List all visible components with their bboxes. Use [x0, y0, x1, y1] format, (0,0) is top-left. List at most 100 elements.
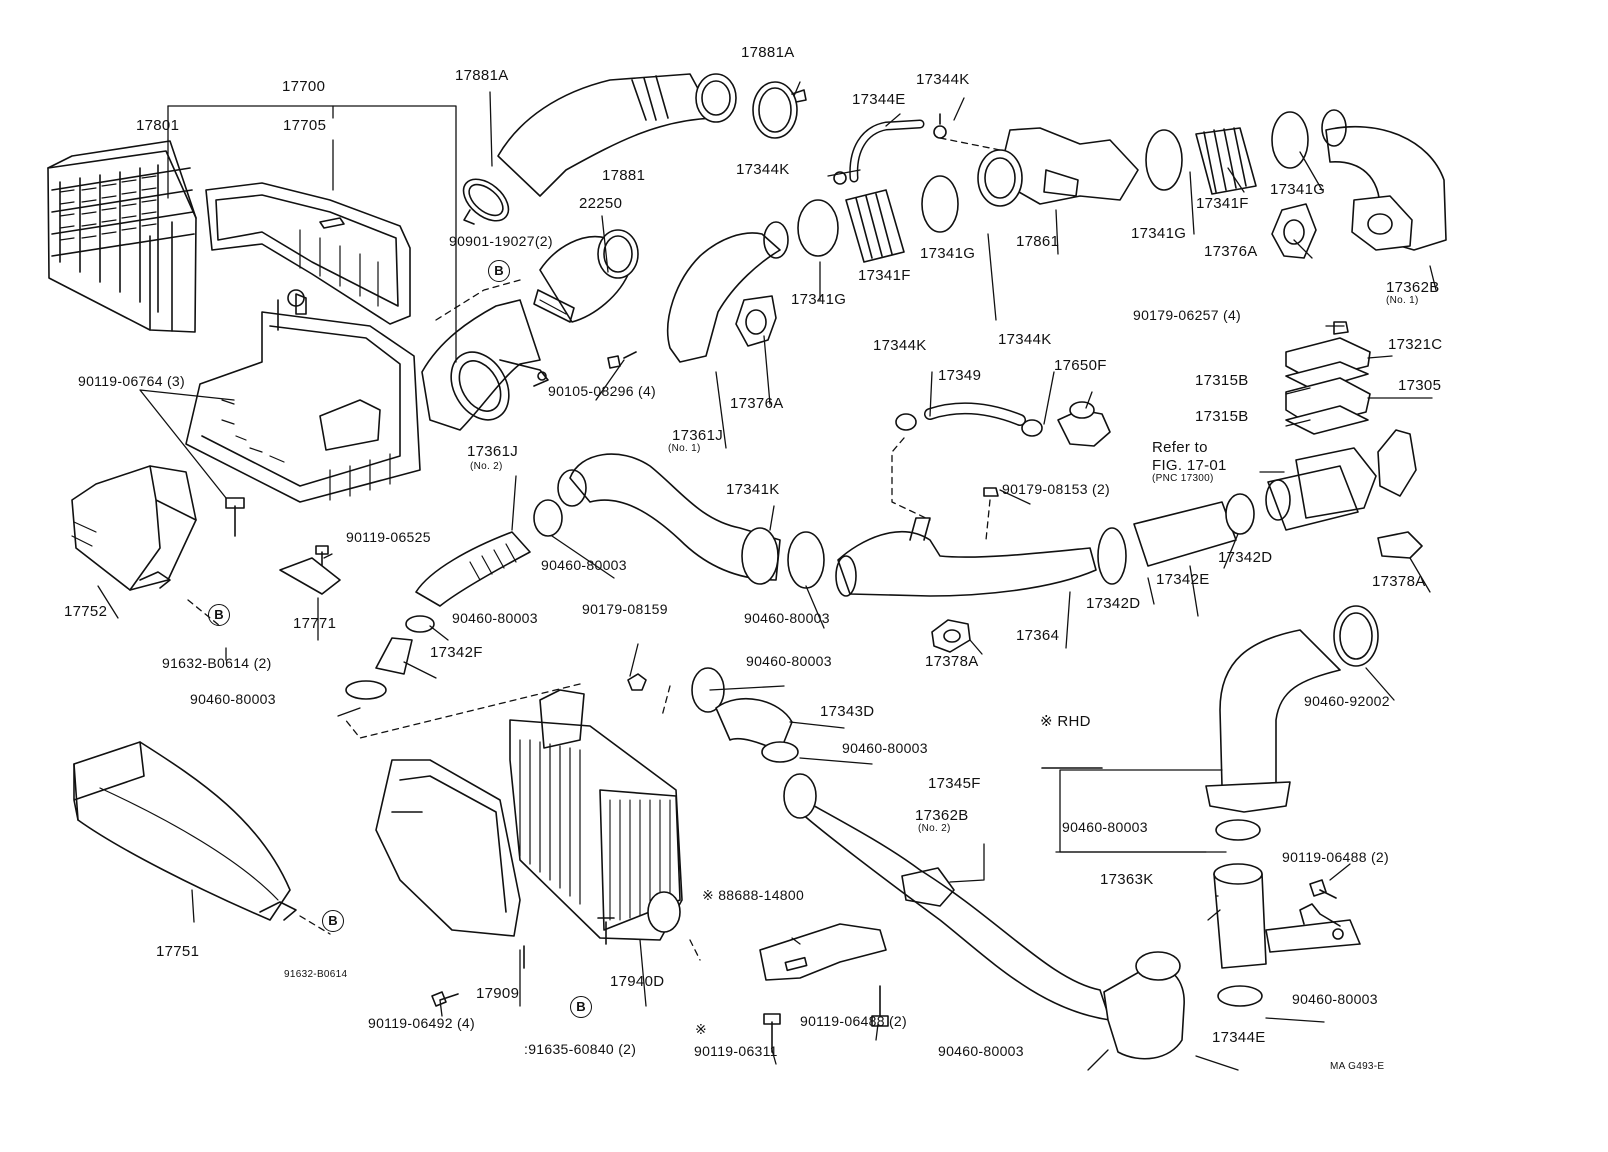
label-17341g-4: 17341G — [1270, 181, 1326, 198]
label-17344k-mid-1: 17344K — [873, 337, 927, 354]
label-90460-80003-d: 90460-80003 — [190, 691, 276, 707]
label-17344k-left: 17344K — [736, 161, 790, 178]
pipe-17361j-no1 — [666, 175, 959, 363]
upper-intake-pipe — [833, 109, 1447, 259]
label-17341g-3: 17341G — [1131, 225, 1187, 242]
label-90119-06525: 90119-06525 — [346, 529, 431, 545]
label-17650f: 17650F — [1054, 357, 1107, 374]
label-17344e-bottom: 17344E — [1212, 1029, 1266, 1046]
ref-marker-b: B — [570, 996, 592, 1018]
label-17315b-1: 17315B — [1195, 372, 1249, 389]
label-90460-80003-g: 90460-80003 — [1062, 819, 1148, 835]
label-17341g-1: 17341G — [791, 291, 847, 308]
label-90901-19027: 90901-19027(2) — [449, 233, 553, 249]
label-17361j-2-note: (No. 2) — [470, 461, 503, 472]
bolts — [225, 321, 1349, 1053]
label-91635-60840: :91635-60840 (2) — [524, 1041, 637, 1057]
label-90119-06311: 90119-06311 — [694, 1043, 778, 1059]
label-pnc-17300: (PNC 17300) — [1152, 473, 1214, 484]
hose-17341k — [345, 453, 825, 700]
label-17341g-2: 17341G — [920, 245, 976, 262]
label-90119-06492: 90119-06492 (4) — [368, 1015, 475, 1031]
label-17361j-2: 17361J — [467, 443, 519, 460]
throttle-pipe-assembly — [835, 429, 1423, 653]
label-17378a-mid: 17378A — [925, 653, 979, 670]
bracket-88688 — [759, 923, 887, 981]
label-22250: 22250 — [579, 195, 623, 212]
label-17362b-2-note: (No. 2) — [918, 823, 951, 834]
label-17881a-right: 17881A — [741, 44, 795, 61]
star-marker: ※ — [695, 1021, 708, 1037]
label-17361j-1-note: (No. 1) — [668, 443, 701, 454]
ref-marker-b: B — [208, 604, 230, 626]
label-90179-08153: 90179-08153 (2) — [1002, 481, 1111, 497]
label-17376a-right: 17376A — [1204, 243, 1258, 260]
label-17881a-left: 17881A — [455, 67, 509, 84]
intake-duct-17751 — [73, 741, 297, 921]
air-cleaner-case — [185, 289, 421, 503]
label-17700: 17700 — [282, 78, 326, 95]
label-17881: 17881 — [602, 167, 646, 184]
label-17342e: 17342E — [1156, 571, 1210, 588]
label-17801: 17801 — [136, 117, 180, 134]
label-17940d: 17940D — [610, 973, 665, 990]
label-17771: 17771 — [293, 615, 337, 632]
label-17342d-right: 17342D — [1218, 549, 1273, 566]
label-17345f: 17345F — [928, 775, 981, 792]
label-17752: 17752 — [64, 603, 108, 620]
label-17344k-top: 17344K — [916, 71, 970, 88]
label-17315b-2: 17315B — [1195, 408, 1249, 425]
air-intake-connector — [421, 299, 549, 431]
small-hose-17349 — [895, 401, 1111, 447]
gasket-stack — [1285, 337, 1371, 435]
label-90119-06764: 90119-06764 (3) — [78, 373, 185, 389]
label-90119-06488-right: 90119-06488 (2) — [1282, 849, 1389, 865]
intercooler — [375, 689, 683, 941]
label-17376a-mid: 17376A — [730, 395, 784, 412]
label-17344k-mid-2: 17344K — [998, 331, 1052, 348]
label-17364: 17364 — [1016, 627, 1060, 644]
intake-duct-17752 — [71, 465, 197, 591]
label-fig-17-01: FIG. 17-01 — [1152, 457, 1227, 474]
label-17362b-1-note: (No. 1) — [1386, 295, 1419, 306]
intake-hose-17881 — [462, 73, 807, 225]
label-17361j-1: 17361J — [672, 427, 724, 444]
air-cleaner-cap — [205, 182, 411, 325]
rhd-pipe-17345f — [1205, 605, 1379, 1007]
label-90179-08159: 90179-08159 — [582, 601, 668, 617]
airflow-meter — [533, 229, 639, 323]
label-17321c: 17321C — [1388, 336, 1443, 353]
label-90460-92002: 90460-92002 — [1304, 693, 1390, 709]
rhd-marker: ※ RHD — [1040, 713, 1091, 730]
label-90179-06257: 90179-06257 (4) — [1133, 307, 1242, 323]
label-17378a-right: 17378A — [1372, 573, 1426, 590]
ref-marker-b: B — [488, 260, 510, 282]
label-17305: 17305 — [1398, 377, 1442, 394]
label-17341k: 17341K — [726, 481, 780, 498]
label-17341f-1: 17341F — [858, 267, 911, 284]
label-17362b-2: 17362B — [915, 807, 969, 824]
label-17343d: 17343D — [820, 703, 875, 720]
label-17362b-1: 17362B — [1386, 279, 1440, 296]
pipe-17362b-no2 — [691, 667, 1185, 1060]
diagram-code: MA G493-E — [1330, 1061, 1385, 1072]
label-17861: 17861 — [1016, 233, 1060, 250]
label-17751: 17751 — [156, 943, 200, 960]
label-17344e-top: 17344E — [852, 91, 906, 108]
label-17363k: 17363K — [1100, 871, 1154, 888]
label-90460-80003-i: 90460-80003 — [1292, 991, 1378, 1007]
label-refer-to: Refer to — [1152, 439, 1208, 456]
label-17349: 17349 — [938, 367, 982, 384]
label-91632-b0614: 91632-B0614 — [284, 969, 348, 980]
leader-lines — [97, 81, 1437, 1071]
label-17342d-left: 17342D — [1086, 595, 1141, 612]
label-17342f: 17342F — [430, 644, 483, 661]
label-17705: 17705 — [283, 117, 327, 134]
label-91632-b0614-2: 91632-B0614 (2) — [162, 655, 272, 671]
label-90460-80003-e: 90460-80003 — [746, 653, 832, 669]
label-90460-80003-b: 90460-80003 — [452, 610, 538, 626]
label-88688-14800: ※ 88688-14800 — [702, 887, 805, 903]
label-90460-80003-a: 90460-80003 — [541, 557, 627, 573]
